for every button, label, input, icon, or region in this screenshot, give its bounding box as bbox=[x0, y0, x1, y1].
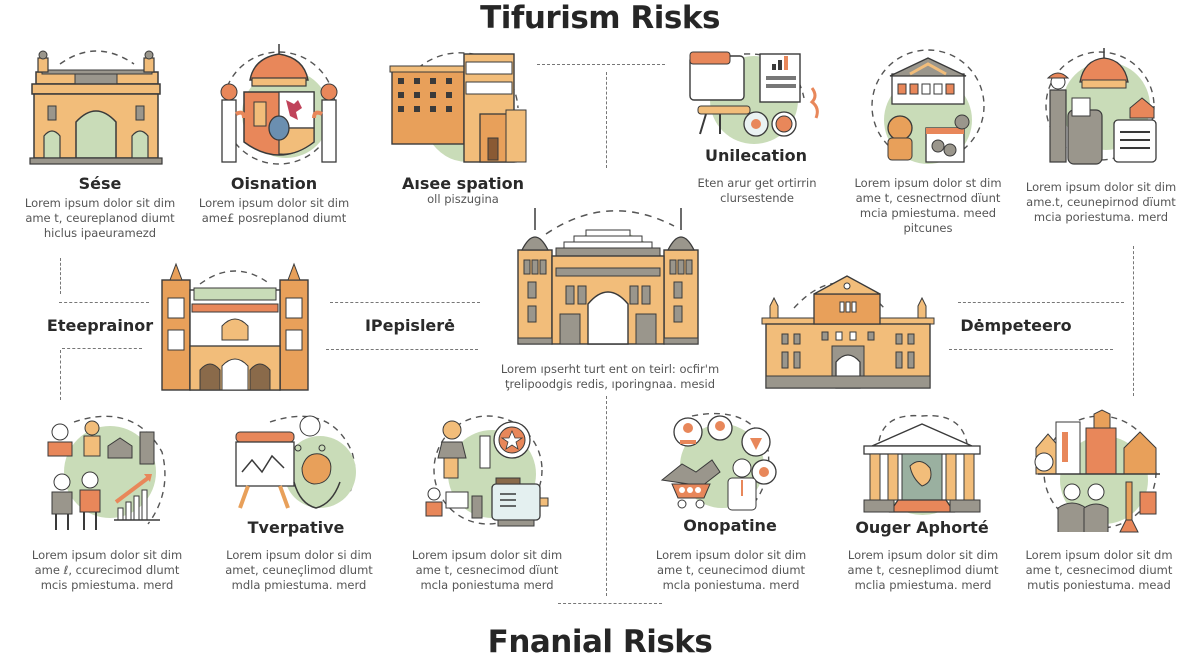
desc-line: Lorem ipsum dolor sit dim bbox=[655, 548, 807, 562]
risk-description: Lorem ipsum dolor sit dim ame t, ceuneci… bbox=[648, 548, 814, 593]
connector-line bbox=[606, 396, 607, 596]
connector-line bbox=[606, 72, 607, 168]
desc-line: mutis poniestuma. mead bbox=[1027, 578, 1171, 592]
desc-line: Eten arur get ortirrin bbox=[697, 176, 817, 190]
moorish-gate-icon bbox=[160, 260, 310, 394]
risk-description: Lorem ipsum dolor st dim ame t, cesnectr… bbox=[850, 176, 1006, 236]
risk-description: Lorem ipsum dolor si dim amet, ceuneçlim… bbox=[216, 548, 382, 593]
desc-line: ame t, cesnectrnod dïunt bbox=[855, 191, 1001, 205]
triumphal-arch-icon bbox=[29, 44, 163, 166]
risk-description: Lorem ipsum dolor sit dim ame t, ceurepl… bbox=[18, 196, 182, 241]
risk-label-dempeteero: Dėmpeteero bbox=[960, 316, 1072, 335]
risk-label-unilecation: Unilecation bbox=[705, 146, 807, 165]
desc-line: Lorem ipsum dolor sit dim bbox=[1025, 180, 1177, 194]
coat-of-arms-icon bbox=[214, 44, 344, 166]
risk-label-tverpative: Tverpative bbox=[247, 518, 345, 537]
desc-line: ame t, ceunecimod diumt bbox=[656, 563, 806, 577]
desc-line: ame t, cesnecimod dïunt bbox=[415, 563, 559, 577]
desc-line: ame t, ceureplanod diumt bbox=[25, 211, 175, 225]
desc-line: Lorem ipsum dolor sit dim bbox=[24, 196, 176, 210]
connector-line bbox=[326, 349, 478, 350]
risk-label-ouger-aphorte: Ouger Aphorté bbox=[855, 518, 989, 537]
risk-label-eteeprainor: Eteeprainor bbox=[46, 316, 154, 335]
desc-line: ame t, cesnecimod diumt bbox=[1025, 563, 1173, 577]
connector-line bbox=[1133, 246, 1134, 396]
risk-description: Eten arur get ortirrin clursestende bbox=[682, 176, 832, 206]
desc-line: Lorem ipsum dolor sit dim bbox=[198, 196, 350, 210]
section-title-financial-risks: Fnanial Risks bbox=[487, 624, 713, 654]
palace-person-icon bbox=[866, 44, 988, 164]
desc-line: mclia pmiestuma. merd bbox=[854, 578, 992, 592]
desc-line: mcla poniestuma merd bbox=[420, 578, 554, 592]
network-people-icon bbox=[652, 410, 777, 514]
desc-line: Lorem ipsum dolor sit dm bbox=[1025, 548, 1173, 562]
desc-line: ame t, cesneplimod diumt bbox=[847, 563, 999, 577]
risk-description: Lorem ipsum dolor sit dm ame t, cesnecim… bbox=[1016, 548, 1182, 593]
connector-line bbox=[62, 348, 142, 349]
desc-line: oll piszugina bbox=[427, 192, 499, 206]
desc-line: Lorem ipsum dolor sit dim bbox=[847, 548, 999, 562]
easel-thinking-icon bbox=[230, 412, 360, 516]
desc-line: Lorem ipsum dolor sit dim bbox=[411, 548, 563, 562]
risk-label-oisnation: Oisnation bbox=[230, 174, 318, 193]
desc-line: ame.t, ceunepirnod dïumt bbox=[1026, 195, 1176, 209]
connector-line bbox=[330, 302, 480, 303]
risk-description: Lorem ipsum dolor sit dim ame t, cesnepl… bbox=[840, 548, 1006, 593]
desc-line: mdla pmiestuma. merd bbox=[231, 578, 367, 592]
connector-line bbox=[60, 350, 61, 400]
desc-line: ƫrelipoodgis redis, ıporingnaa. mesid bbox=[504, 377, 716, 391]
connector-line bbox=[59, 302, 149, 303]
city-couple-icon bbox=[1034, 408, 1164, 534]
risk-description: Lorem ipsum dolor sit dim ame t, cesneci… bbox=[404, 548, 570, 593]
apartment-buildings-icon bbox=[388, 48, 528, 164]
center-description: Lorem ıpserht turt ent on teirl: ocfir'm… bbox=[486, 362, 734, 392]
museum-columns-icon bbox=[858, 412, 986, 516]
desc-line: ame£ posreplanod diumt bbox=[201, 211, 347, 225]
connector-line bbox=[60, 258, 61, 294]
desc-line: Lorem ıpserht turt ent on teirl: ocfir'm bbox=[500, 362, 720, 376]
desc-line: Lorem ipsum dolor sit dim bbox=[31, 548, 183, 562]
presentation-report-icon bbox=[684, 48, 830, 144]
desc-line: Lorem ipsum dolor si dim bbox=[226, 548, 372, 562]
risk-description: Lorem ipsum dolor sit dim ame.t, ceunepi… bbox=[1020, 180, 1182, 225]
connector-line bbox=[537, 64, 665, 65]
desc-line: mcla poniestuma. merd bbox=[662, 578, 800, 592]
desc-line: Lorem ipsum dolor st dim bbox=[854, 176, 1002, 190]
desc-line: mcis pmiestuma. merd bbox=[40, 578, 174, 592]
town-hall-icon bbox=[760, 264, 936, 392]
desc-line: ame ℓ, ccurecimod dlumt bbox=[34, 563, 180, 577]
risk-label-aisee-spation: Aısee spation bbox=[402, 174, 524, 193]
people-growth-chart-icon bbox=[44, 412, 168, 532]
page-title: Tifurism Risks bbox=[480, 0, 720, 36]
risk-description: oll piszugina bbox=[398, 192, 528, 207]
desc-line: pitcunes bbox=[903, 221, 953, 235]
desc-line: mcia pmiestuma. meed bbox=[859, 206, 997, 220]
connector-line bbox=[958, 302, 1124, 303]
risk-description: Lorem ipsum dolor sit dim ame ℓ, ccureci… bbox=[24, 548, 190, 593]
central-arch-monument-icon bbox=[514, 204, 702, 346]
desc-line: hiclus ipaeuramezd bbox=[43, 226, 157, 240]
desc-line: mcia poriestuma. merd bbox=[1033, 210, 1169, 224]
risk-label-sese: Sése bbox=[78, 174, 122, 193]
crown-officials-icon bbox=[1036, 46, 1166, 166]
connector-line bbox=[558, 603, 662, 604]
risk-label-onopatine: Onopatine bbox=[683, 516, 777, 535]
connector-line bbox=[949, 349, 1113, 350]
desc-line: amet, ceuneçlimod dlumt bbox=[225, 563, 373, 577]
risk-description: Lorem ipsum dolor sit dim ame£ posreplan… bbox=[192, 196, 356, 226]
star-badge-office-icon bbox=[420, 412, 550, 528]
desc-line: clursestende bbox=[720, 191, 794, 205]
risk-label-ipepislere: IPepislerė bbox=[364, 316, 456, 335]
